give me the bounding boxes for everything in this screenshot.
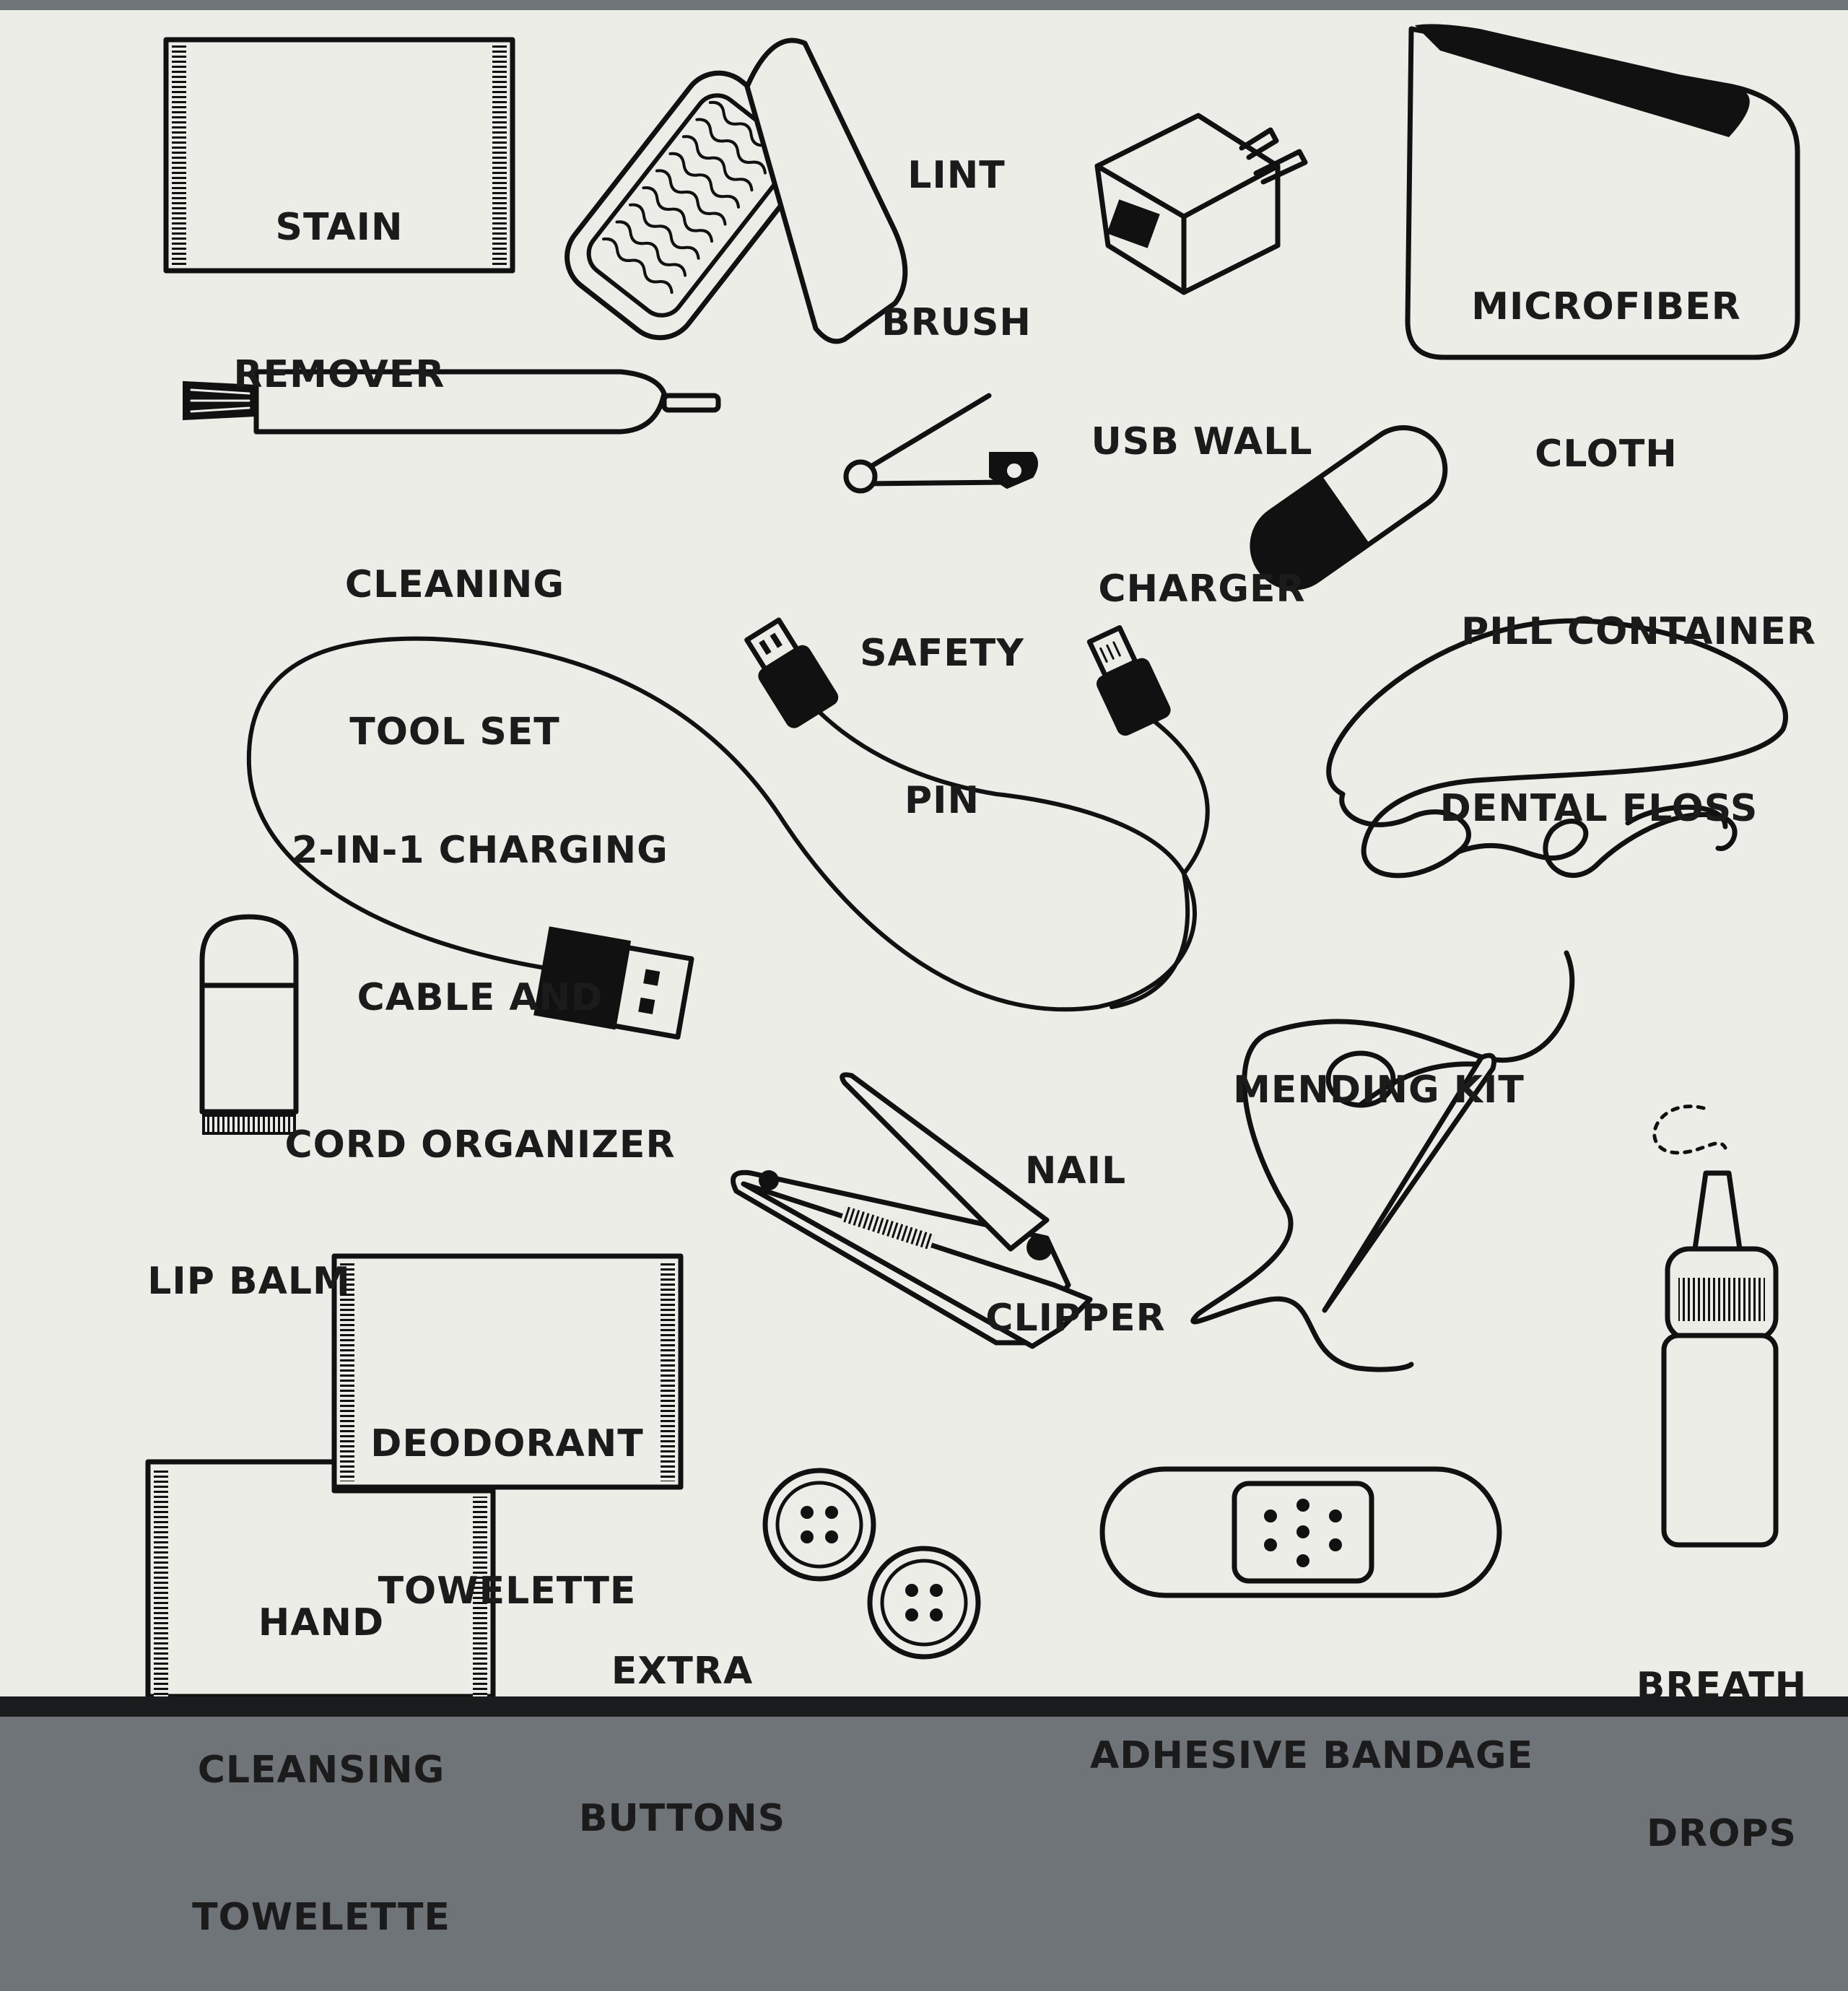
label-line: HAND [258, 1601, 385, 1644]
label-line: 2-IN-1 CHARGING [292, 829, 668, 872]
label-line: MICROFIBER [1471, 285, 1741, 328]
label-line: CORD ORGANIZER [284, 1123, 676, 1167]
label-usb-wall-charger: USB WALL CHARGER [1068, 319, 1335, 663]
stain-remover-packet-icon [163, 37, 515, 274]
label-hand-cleansing-towelette: HAND CLEANSING TOWELETTE [170, 1500, 473, 1991]
adhesive-bandage-icon [1099, 1466, 1502, 1598]
label-line: LIP BALM [147, 1260, 351, 1303]
screen-bezel-bottom [0, 1696, 1848, 1717]
label-line: TOOL SET [349, 710, 560, 754]
label-line: ADHESIVE BANDAGE [1090, 1734, 1534, 1777]
microfiber-cloth-icon [1405, 24, 1800, 360]
label-extra-buttons: EXTRA BUTTONS [574, 1548, 790, 1892]
label-line: DENTAL FLOSS [1439, 787, 1758, 830]
label-dental-floss: DENTAL FLOSS [1429, 686, 1769, 882]
label-line: EXTRA [611, 1650, 754, 1693]
safety-pin-icon [843, 393, 1038, 494]
label-nail-clipper: NAIL CLIPPER [982, 1048, 1169, 1392]
label-line: CLEANING [344, 563, 565, 606]
mending-kit-icon [1190, 950, 1575, 1372]
label-deodorant-towelette: DEODORANT TOWELETTE [354, 1321, 661, 1665]
label-line: TOWELETTE [192, 1896, 450, 1939]
label-line: STAIN [275, 206, 404, 249]
nail-clipper-icon [731, 1072, 1093, 1349]
charging-cable-icon [246, 617, 1210, 1040]
label-line: BRUSH [881, 301, 1032, 344]
label-line: PILL CONTAINER [1461, 610, 1816, 653]
label-pill-container: PILL CONTAINER [1458, 509, 1819, 705]
label-charging-cable: 2-IN-1 CHARGING CABLE AND CORD ORGANIZER [274, 728, 686, 1219]
label-line: BREATH [1636, 1665, 1808, 1708]
label-line: TOWELETTE [378, 1569, 637, 1613]
label-line: LINT [907, 154, 1006, 197]
lip-balm-icon [199, 914, 299, 1135]
label-adhesive-bandage: ADHESIVE BANDAGE [1090, 1633, 1534, 1829]
label-microfiber-cloth: MICROFIBER CLOTH [1444, 184, 1769, 528]
deodorant-towelette-packet-icon [331, 1253, 684, 1490]
cleaning-tool-set-icon [183, 369, 721, 435]
pill-container-icon [1250, 425, 1448, 591]
hand-cleansing-towelette-packet-icon [145, 1459, 496, 1699]
label-stain-remover: STAIN REMOVER [180, 105, 498, 448]
label-line: CLOTH [1535, 432, 1678, 476]
label-line: MENDING KIT [1233, 1068, 1525, 1112]
label-line: DEODORANT [370, 1422, 644, 1465]
label-mending-kit: MENDING KIT [1227, 967, 1530, 1164]
label-line: CHARGER [1098, 567, 1306, 611]
label-line: DROPS [1647, 1812, 1797, 1855]
dental-floss-icon [1326, 618, 1788, 879]
label-lip-balm: LIP BALM [137, 1159, 361, 1355]
extra-buttons-icon [762, 1468, 981, 1660]
breath-drops-icon [1652, 1105, 1779, 1548]
label-cleaning-tool-set: CLEANING TOOL SET [310, 462, 599, 806]
usb-wall-charger-icon [1094, 113, 1308, 295]
label-line: REMOVER [233, 353, 445, 396]
label-line: BUTTONS [578, 1797, 786, 1840]
label-safety-pin: SAFETY PIN [830, 531, 1054, 874]
illustration-canvas [0, 10, 1848, 1717]
label-breath-drops: BREATH DROPS [1624, 1564, 1819, 1907]
label-line: NAIL [1024, 1149, 1127, 1193]
lint-brush-icon [565, 38, 908, 344]
label-lint-brush: LINT BRUSH [866, 53, 1047, 396]
label-line: CLIPPER [985, 1297, 1166, 1340]
kit-contents-diagram: STAIN REMOVER LINT BRUSH USB WALL CHARGE… [0, 10, 1848, 1939]
label-line: SAFETY [860, 632, 1024, 675]
label-line: CABLE AND [357, 976, 603, 1019]
label-line: CLEANSING [197, 1748, 445, 1792]
label-line: PIN [905, 779, 980, 822]
label-line: USB WALL [1091, 420, 1313, 463]
